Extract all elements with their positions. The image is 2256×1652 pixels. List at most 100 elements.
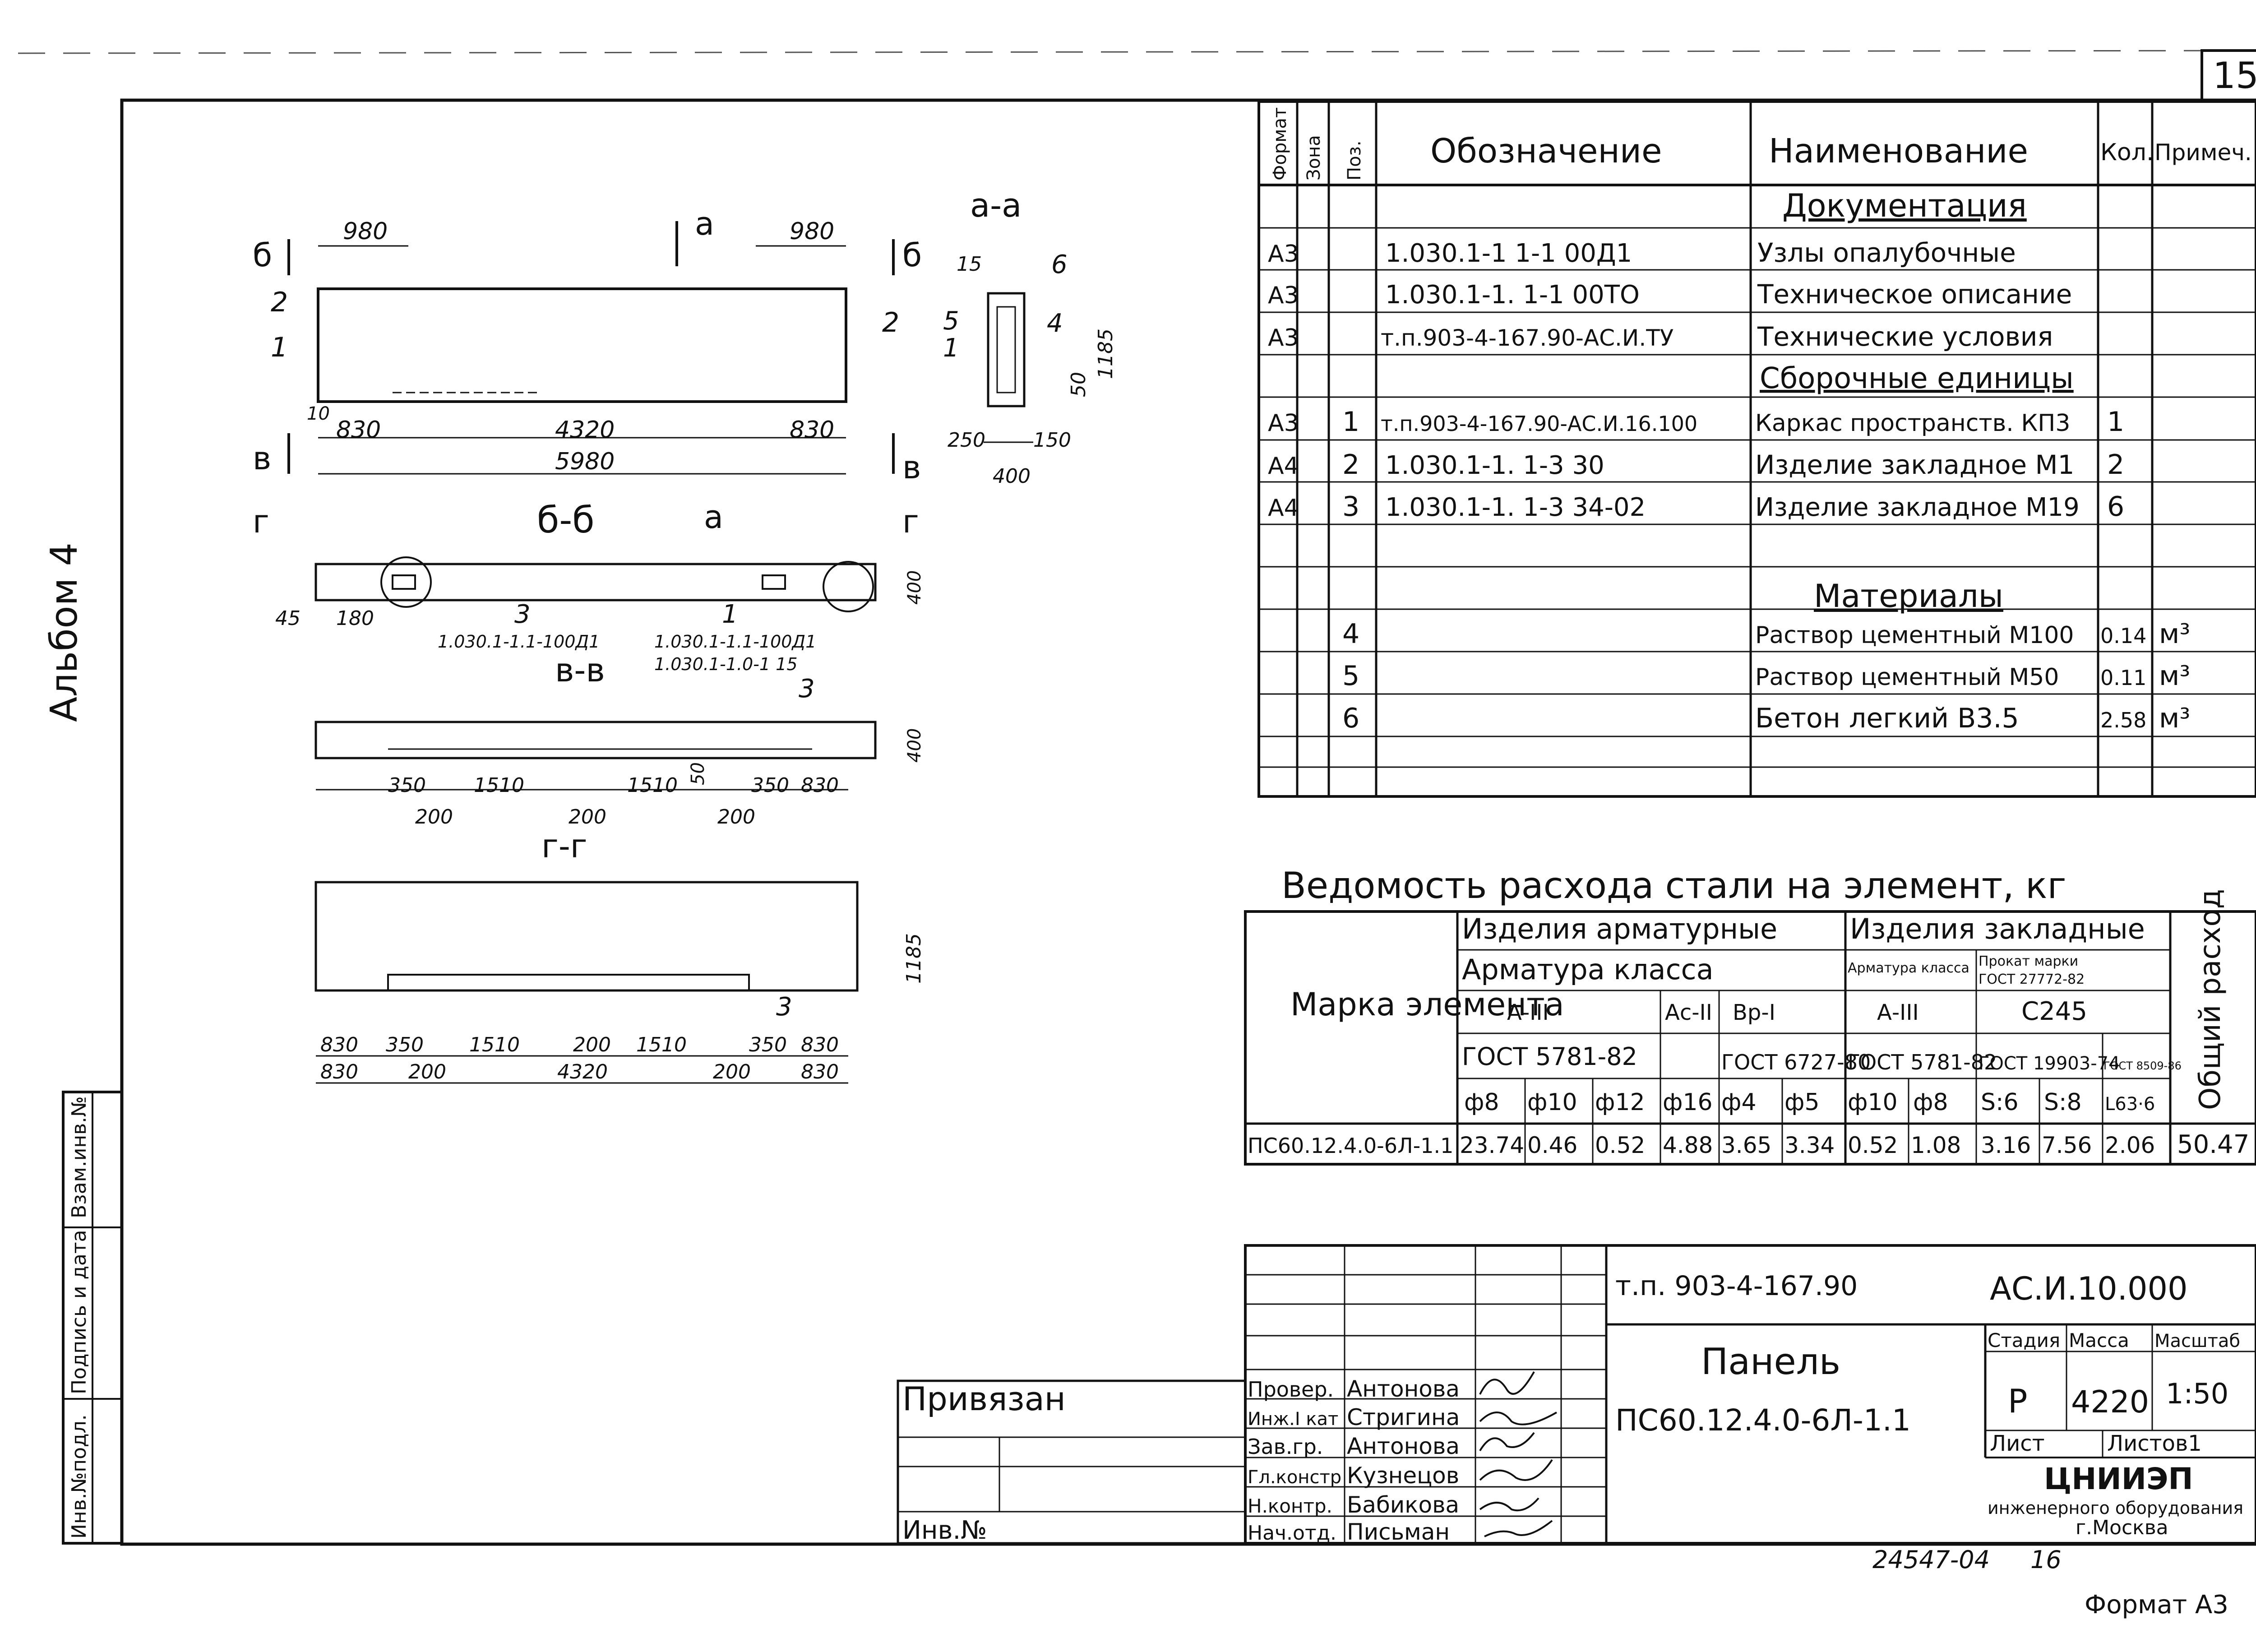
section-aa-title: а-а	[970, 186, 1022, 224]
section-vv	[314, 721, 877, 791]
aa-pos-1: 1	[943, 333, 959, 363]
format-label: Формат А3	[2085, 1590, 2228, 1620]
tb-role-name: Бабикова	[1347, 1492, 1459, 1518]
inv-orig-label: Инв.№подл.	[68, 1414, 91, 1539]
steel-class-ac2: Ас-II	[1665, 1000, 1712, 1025]
tb-project-code: т.п. 903-4-167.90	[1615, 1270, 1858, 1302]
steel-val: 3.16	[1981, 1132, 2031, 1158]
tb-stage: Р	[2008, 1382, 2027, 1420]
spec-mat-name: Раствор цементный М50	[1755, 664, 2059, 691]
steel-values-row: 23.74 0.46 0.52 4.88 3.65 3.34 0.52 1.08…	[1460, 1130, 2249, 1159]
spec-h-qty: Кол.	[2100, 139, 2154, 166]
bb-ref-1: 1.030.1-1.1-100Д1	[438, 632, 600, 652]
aa-pos-5: 5	[943, 306, 959, 336]
spec-h-format: Формат	[1270, 107, 1290, 180]
tb-role: Нач.отд.	[1248, 1522, 1336, 1545]
tb-stage-h: Стадия	[1988, 1329, 2060, 1351]
dim-980-left: 980	[343, 218, 388, 245]
section-gg-title: г-г	[541, 827, 587, 865]
bb-dim-400: 400	[904, 570, 925, 605]
tb-mass-h: Масса	[2069, 1329, 2129, 1351]
steel-dia: ф10	[1527, 1089, 1577, 1116]
tb-org2: инженерного оборудования	[1988, 1498, 2243, 1518]
tb-role-name: Стригина	[1347, 1404, 1460, 1430]
spec-section-materials: Материалы	[1814, 578, 2003, 615]
aa-dim-1185: 1185	[1094, 329, 1117, 379]
spec-mat-qty: 0.11	[2100, 666, 2146, 690]
dim-830-right: 830	[790, 416, 834, 444]
bb-dim-45: 45	[275, 607, 300, 630]
vv-dim-1510-l: 1510	[474, 774, 524, 797]
spec-mat-pos: 6	[1342, 703, 1359, 734]
spec-mat-qty: 2.58	[2100, 708, 2146, 732]
spec-doc-name: Технические условия	[1757, 321, 2053, 352]
spec-mat-pos: 5	[1342, 660, 1359, 692]
spec-mat-unit: м³	[2159, 660, 2190, 692]
spec-table-grid	[1257, 100, 2256, 798]
cut-b-left: б	[253, 237, 272, 274]
bb-pos-3: 3	[514, 600, 531, 629]
steel-dia: S:8	[2044, 1089, 2082, 1116]
tb-org1: ЦНИИЭП	[2044, 1462, 2193, 1496]
spec-unit-designation: т.п.903-4-167.90-АС.И.16.100	[1381, 412, 1697, 436]
cut-a-top: а	[695, 205, 714, 242]
gg-dim-200-r: 200	[713, 1060, 751, 1083]
aa-dim-250: 250	[948, 429, 985, 452]
aa-dim-50: 50	[1067, 372, 1090, 397]
vv-dim-200-b: 200	[569, 805, 606, 828]
steel-h-reinf-class: Арматура класса	[1462, 953, 1714, 986]
spec-unit-format: А4	[1268, 453, 1299, 480]
gg-dim-830-l2: 830	[320, 1060, 358, 1083]
cut-b-right: б	[902, 237, 922, 274]
steel-row-mark: ПС60.12.4.0-6Л-1.1	[1248, 1134, 1453, 1158]
cut-a-bottom: а	[704, 499, 723, 536]
steel-table-title: Ведомость расхода стали на элемент, кг	[1281, 865, 2066, 907]
section-bb-title: б-б	[537, 499, 595, 541]
spec-doc-format: А3	[1268, 282, 1299, 309]
tb-role: Провер.	[1248, 1377, 1334, 1402]
tb-inv: Инв.№	[902, 1516, 987, 1545]
steel-diameter-row: ф8 ф10 ф12 ф16 ф4 ф5 ф10 ф8 S:6 S:8 L63·…	[1464, 1089, 2155, 1116]
spec-unit-name: Каркас пространств. КП3	[1755, 410, 2070, 437]
spec-mat-pos: 4	[1342, 618, 1359, 650]
gg-dim-830-l: 830	[320, 1033, 358, 1056]
aa-pos-6: 6	[1051, 250, 1068, 279]
gg-dim-1510-r: 1510	[636, 1033, 687, 1056]
spec-unit-qty: 6	[2107, 491, 2124, 523]
spec-unit-pos: 2	[1342, 449, 1359, 481]
tb-scale-h: Масштаб	[2154, 1331, 2240, 1351]
steel-dia: ф12	[1595, 1089, 1645, 1116]
archive-page: 16	[2030, 1546, 2062, 1574]
spec-h-zone: Зона	[1304, 135, 1324, 180]
gg-dim-1185: 1185	[902, 933, 925, 984]
steel-gost-6727: ГОСТ 6727-80	[1721, 1050, 1871, 1074]
steel-class-vr1: Вр-I	[1733, 1000, 1775, 1025]
pos-2-left: 2	[271, 287, 288, 318]
steel-h-reinf: Изделия арматурные	[1462, 912, 1777, 945]
spec-unit-qty: 1	[2107, 406, 2124, 438]
steel-h-embed-class: Арматура класса	[1848, 960, 1969, 976]
steel-val: 0.46	[1527, 1132, 1577, 1158]
steel-class-c245: С245	[2021, 997, 2087, 1026]
steel-dia: ф8	[1464, 1089, 1499, 1116]
steel-val: 0.52	[1848, 1132, 1898, 1158]
steel-dia: ф4	[1721, 1089, 1757, 1116]
steel-val: 3.65	[1721, 1132, 1771, 1158]
spec-doc-format: А3	[1268, 241, 1299, 268]
pos-2-right: 2	[882, 307, 899, 338]
sign-date-label: Подпись и дата	[68, 1230, 91, 1394]
tb-role-name: Письман	[1347, 1519, 1450, 1545]
left-stamp: Взам.инв.№ Подпись и дата Инв.№подл.	[62, 1091, 123, 1545]
tb-role-name: Антонова	[1347, 1376, 1460, 1402]
tb-sheets-h: Листов1	[2107, 1431, 2202, 1456]
steel-val: 1.08	[1911, 1132, 1961, 1158]
steel-val: 4.88	[1663, 1132, 1713, 1158]
vv-dim-400: 400	[904, 728, 925, 763]
spec-unit-format: А3	[1268, 410, 1299, 437]
spec-mat-name: Бетон легкий В3.5	[1755, 703, 2019, 734]
sheet-number: 15	[2213, 55, 2256, 97]
aa-dim-15: 15	[957, 253, 982, 276]
steel-dia: S:6	[1981, 1089, 2019, 1116]
vv-dim-830: 830	[801, 774, 839, 797]
tb-name-line2: ПС60.12.4.0-6Л-1.1	[1615, 1403, 1911, 1438]
